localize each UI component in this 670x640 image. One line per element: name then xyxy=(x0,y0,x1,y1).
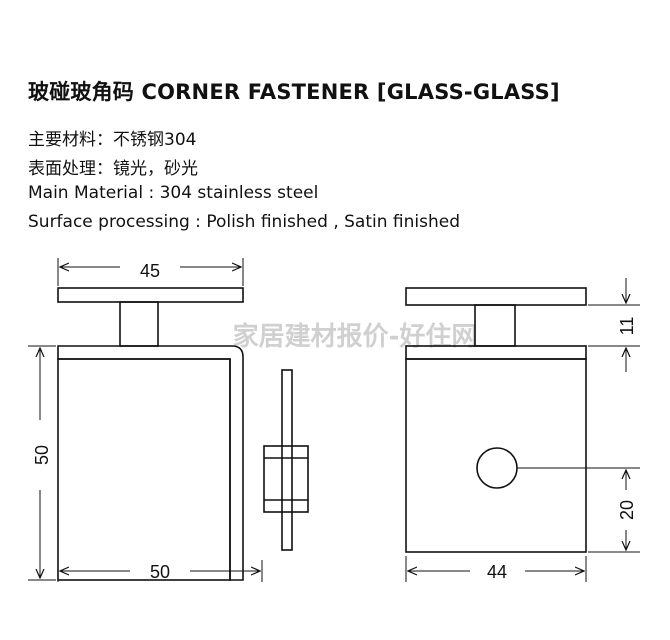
watermark: 家居建材报价-好住网 xyxy=(233,321,478,352)
side-dimensions xyxy=(405,278,640,582)
front-view xyxy=(57,287,309,581)
side-stem xyxy=(474,304,516,347)
spec-material-cn: 主要材料：不锈钢304 xyxy=(28,130,197,150)
side-top-plate xyxy=(405,287,587,306)
front-angle-bracket xyxy=(57,345,244,581)
front-top-plate xyxy=(57,287,244,303)
spec-material-en: Main Material : 304 stainless steel xyxy=(28,183,319,203)
side-glass-panel xyxy=(405,358,587,553)
spec-surface-cn: 表面处理：镜光，砂光 xyxy=(28,159,198,179)
side-hole xyxy=(476,447,518,489)
dim-bottom-width: 50 xyxy=(150,562,170,582)
front-stem xyxy=(119,301,159,347)
dim-right-width: 44 xyxy=(487,562,507,582)
diagram-title: 玻碰玻角码 CORNER FASTENER [GLASS-GLASS] xyxy=(28,80,560,104)
dim-plate-gap: 11 xyxy=(617,317,637,336)
front-side-plate xyxy=(281,369,293,551)
dim-hole-height: 20 xyxy=(617,500,637,520)
front-glass-panel xyxy=(57,358,231,581)
front-dimensions xyxy=(28,258,263,582)
spec-surface-en: Surface processing : Polish finished , S… xyxy=(28,212,461,232)
front-side-disk xyxy=(263,445,309,513)
dim-left-height: 50 xyxy=(32,445,52,465)
dim-top-width: 45 xyxy=(140,261,160,281)
side-view xyxy=(405,287,587,553)
